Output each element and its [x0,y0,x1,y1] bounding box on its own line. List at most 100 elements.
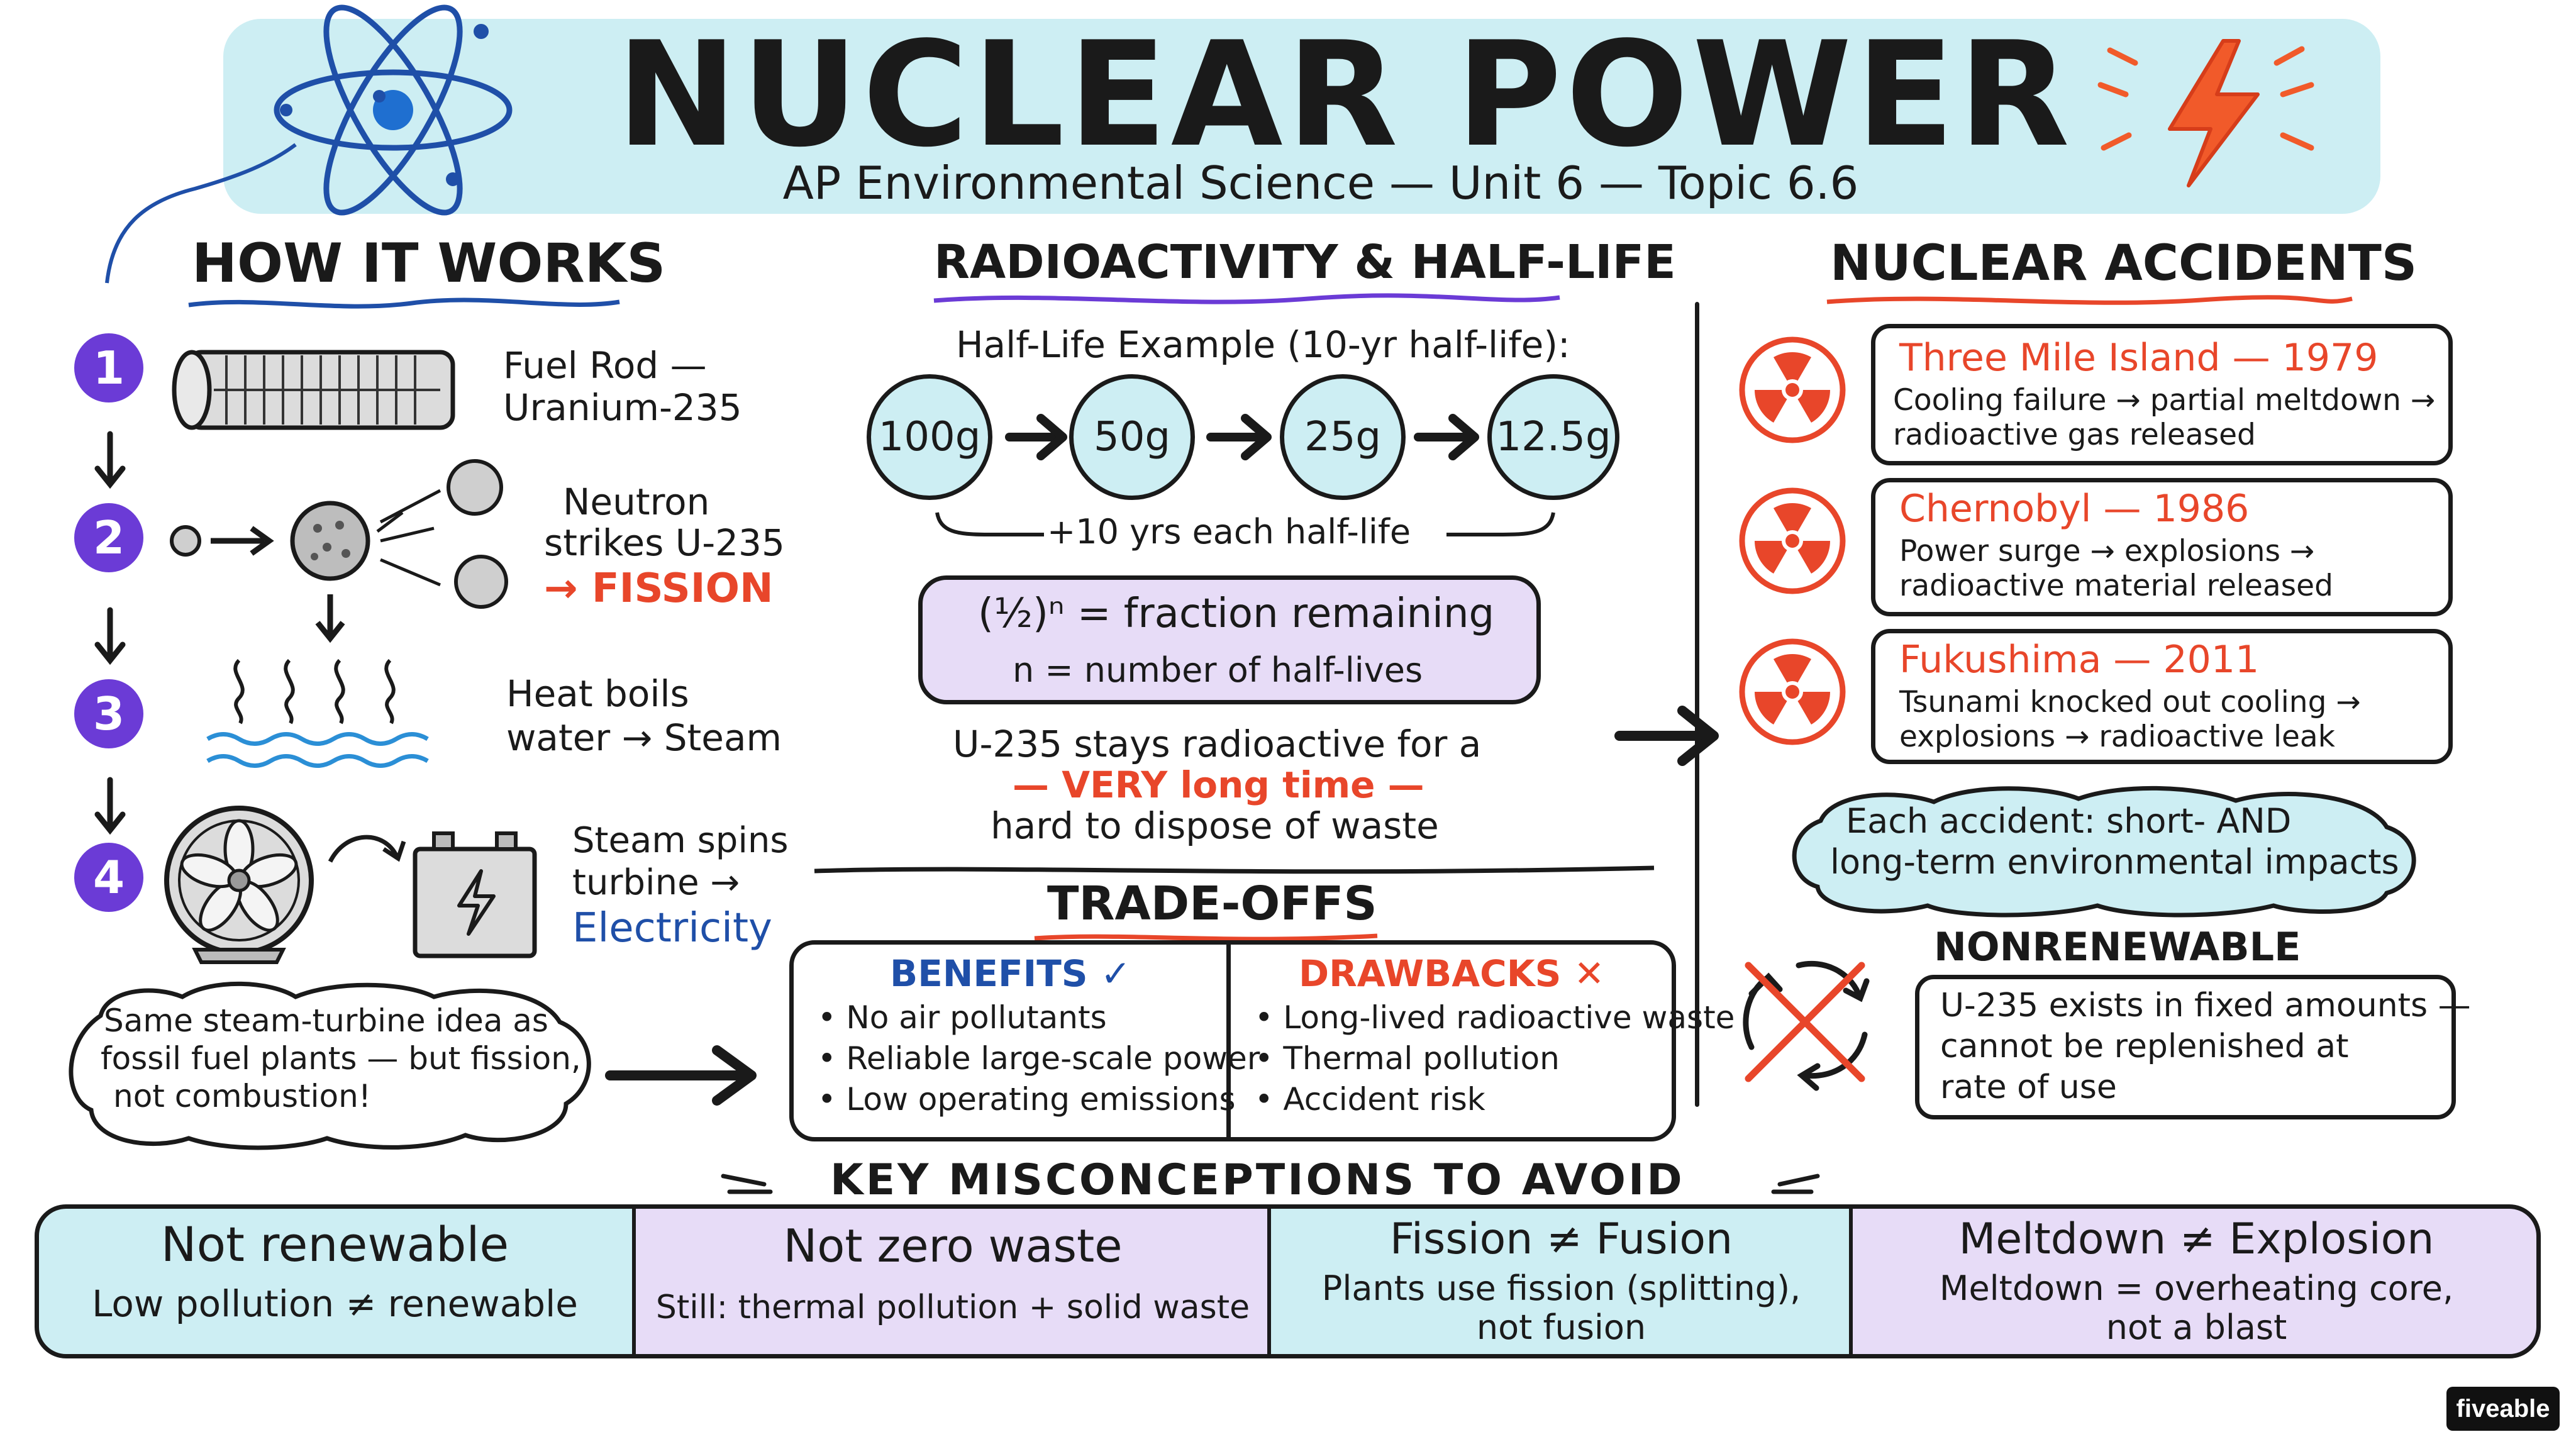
accident-card-1 [1871,324,2453,465]
radiation-icon-2 [1739,487,1846,594]
benefit-item-3: • Low operating emissions [818,1081,1236,1118]
step-2-fission: → FISSION [544,565,774,612]
accident-3-line-2: explosions → radioactive leak [1899,719,2335,754]
radioactive-note-line-1: U-235 stays radioactive for a [953,723,1482,765]
tradeoffs-divider [1226,943,1231,1138]
misconception-1-title: Not renewable [160,1216,509,1272]
step-3-line-1: Heat boils [506,672,689,715]
radiation-icon-3 [1739,638,1846,745]
drawback-item-2: • Thermal pollution [1255,1040,1560,1077]
accident-1-title: Three Mile Island — 1979 [1899,336,2379,380]
step-1-line-1: Fuel Rod — [503,344,707,387]
radioactive-note-line-3: hard to dispose of waste [991,804,1439,847]
recycle-crossed-icon [1743,960,1870,1091]
misconception-3-title: Fission ≠ Fusion [1389,1214,1733,1264]
misconception-cell-2 [635,1204,1270,1358]
misconceptions-heading: KEY MISCONCEPTIONS TO AVOID [830,1155,1685,1205]
mass-25g: 25g [1280,374,1406,500]
misconception-divider-3 [1849,1204,1853,1358]
turbine-icon [164,806,537,964]
drawback-item-3: • Accident risk [1255,1081,1485,1118]
cloud-note-left-line-3: not combustion! [113,1078,371,1114]
arrow-to-tradeoffs [605,1045,757,1106]
accident-1-line-2: radioactive gas released [1893,418,2256,452]
benefit-item-1: • No air pollutants [818,999,1107,1036]
formula-line-1: (½)ⁿ = fraction remaining [978,591,1495,637]
page-title: NUCLEAR POWER [616,11,2074,179]
brand-logo: fiveable [2446,1387,2560,1431]
accidents-underline [1826,295,2353,305]
radiation-icon-1 [1739,336,1846,443]
nonrenewable-line-3: rate of use [1940,1069,2117,1106]
accident-2-line-2: radioactive material released [1899,569,2333,603]
step-4-electricity: Electricity [572,905,772,952]
atom-icon [274,4,513,216]
misconception-cell-1 [35,1204,635,1358]
half-life-interval: +10 yrs each half-life [1047,512,1411,552]
accidents-heading: NUCLEAR ACCIDENTS [1830,235,2417,292]
misconception-3-line-2: not fusion [1476,1307,1646,1347]
accident-2-title: Chernobyl — 1986 [1899,487,2250,531]
formula-line-2: n = number of half-lives [1013,650,1423,690]
nonrenewable-line-2: cannot be replenished at [1940,1028,2349,1065]
fuel-rod-icon [172,350,455,430]
misconception-1-line-1: Low pollution ≠ renewable [92,1282,578,1325]
misconceptions-marks [721,1174,1820,1194]
misconception-divider-2 [1267,1204,1271,1358]
drawback-item-1: • Long-lived radioactive waste [1255,999,1735,1036]
half-life-arrows [1005,414,1479,460]
half-life-example-label: Half-Life Example (10-yr half-life): [956,323,1570,366]
cloud-note-left-line-1: Same steam-turbine idea as [104,1002,548,1039]
cloud-note-right-line-2: long-term environmental impacts [1830,842,2399,882]
misconception-cell-3 [1270,1204,1852,1358]
column-divider [1695,302,1699,1107]
step-2-line-1: Neutron [563,480,710,523]
step-number-3: 3 [74,679,143,748]
cloud-note-right [1792,786,2416,918]
misconception-3-line-1: Plants use fission (splitting), [1321,1269,1801,1308]
radioactive-note-line-2: — VERY long time — [1013,763,1424,806]
page-subtitle: AP Environmental Science — Unit 6 — Topi… [782,157,1859,209]
steam-icon [206,658,429,768]
heading-underline [188,297,620,309]
step-number-1: 1 [74,333,143,402]
step-arrows [94,431,126,835]
benefits-title: BENEFITS ✓ [890,952,1131,995]
tradeoffs-box [789,940,1676,1141]
step-number-4: 4 [74,843,143,912]
accident-card-2 [1871,478,2453,616]
misconception-2-line-1: Still: thermal pollution + solid waste [655,1289,1250,1326]
tradeoffs-heading: TRADE-OFFS [1047,877,1377,931]
step-2-line-2: strikes U-235 [544,521,785,564]
cloud-note-left [69,981,591,1150]
step-1-line-2: Uranium-235 [503,386,742,429]
mass-12-5g: 12.5g [1487,374,1619,500]
section-divider [814,865,1655,874]
benefit-item-2: • Reliable large-scale power [818,1040,1260,1077]
connector-line [105,143,297,284]
accident-3-title: Fukushima — 2011 [1899,638,2260,682]
step-4-line-2: turbine → [572,862,740,903]
half-life-bracket [935,512,1555,536]
mass-100g: 100g [867,374,992,500]
nonrenewable-heading: NONRENEWABLE [1934,924,2301,970]
drawbacks-title: DRAWBACKS ✕ [1299,952,1605,995]
tradeoffs-underline [1034,933,1378,941]
cloud-note-left-line-2: fossil fuel plants — but fission, [101,1040,581,1077]
misconception-divider-1 [632,1204,636,1358]
step-4-line-1: Steam spins [572,820,789,861]
misconception-cell-4 [1852,1204,2541,1358]
how-it-works-heading: HOW IT WORKS [192,232,666,295]
radioactivity-heading: RADIOACTIVITY & HALF-LIFE [934,235,1676,289]
step-number-2: 2 [74,503,143,572]
header-banner [223,19,2380,214]
accident-3-line-1: Tsunami knocked out cooling → [1899,685,2361,719]
misconceptions-border [35,1204,2541,1358]
accident-1-line-1: Cooling failure → partial meltdown → [1893,383,2436,418]
nonrenewable-box [1915,975,2456,1119]
misconception-4-line-1: Meltdown = overheating core, [1939,1269,2454,1308]
mass-50g: 50g [1069,374,1195,500]
radioactivity-underline [933,293,1560,304]
misconception-4-title: Meltdown ≠ Explosion [1958,1214,2434,1264]
accident-2-line-1: Power surge → explosions → [1899,534,2315,569]
